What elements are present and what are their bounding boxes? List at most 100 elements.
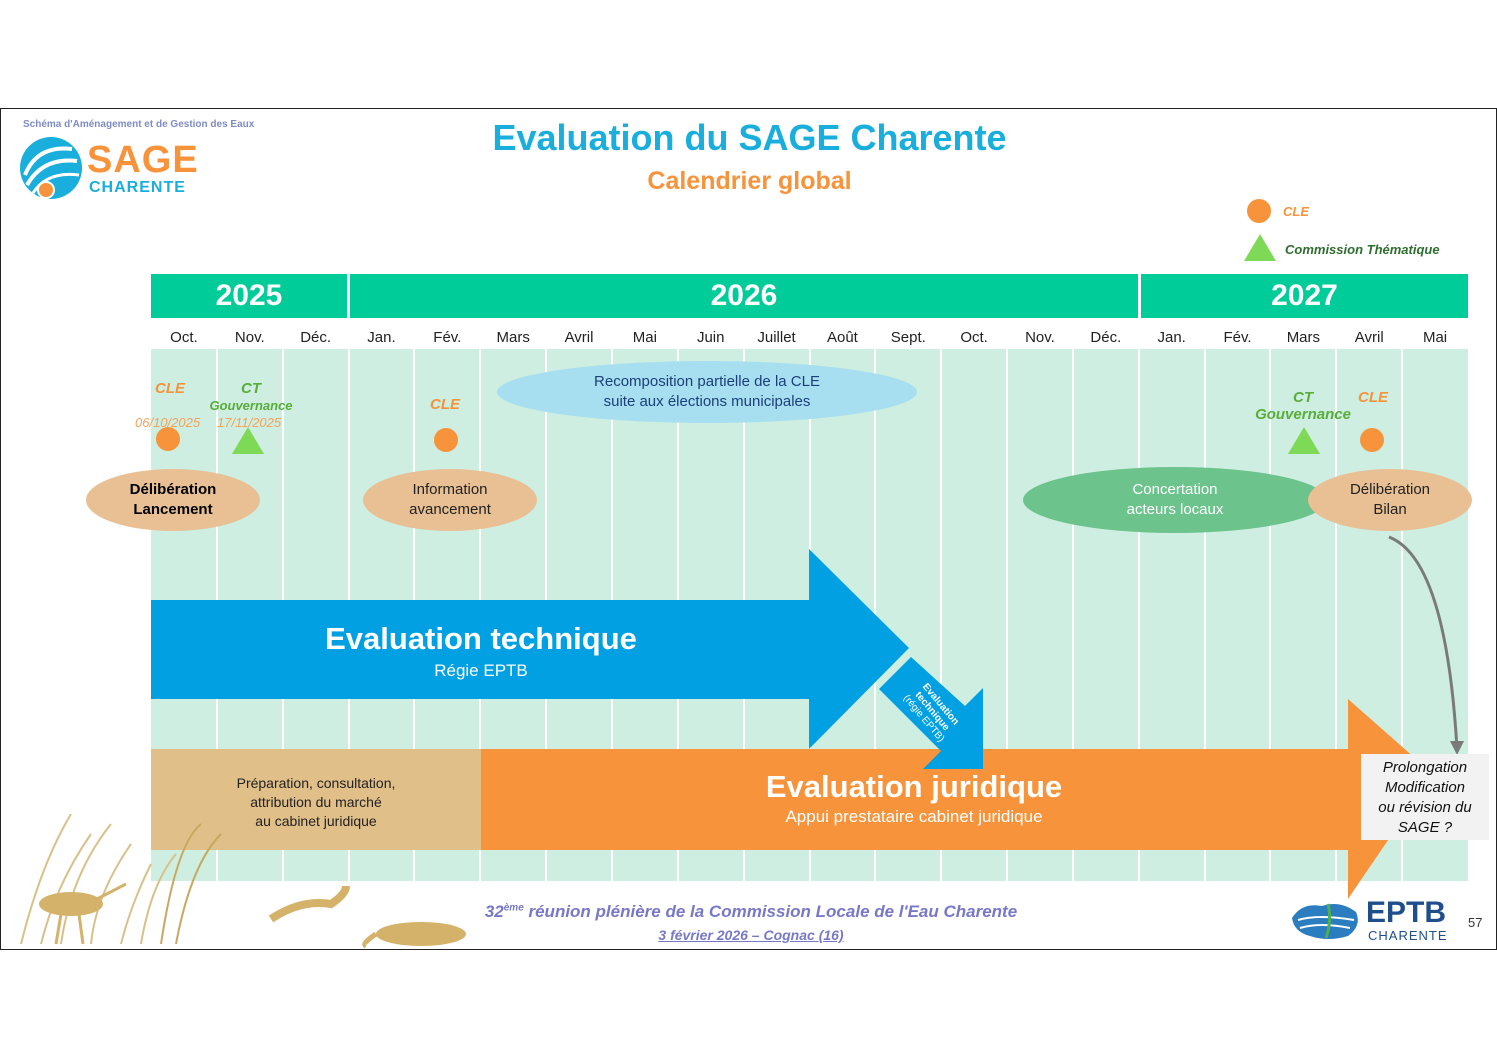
footer-number: 32: [484, 902, 504, 921]
month-label: Jan.: [1157, 329, 1186, 346]
month-divider: [1203, 321, 1206, 881]
ct-mar27-line1: CT: [1293, 389, 1313, 406]
month-label: Sept.: [890, 329, 926, 346]
month-label: Déc.: [1090, 329, 1122, 346]
eptb-map-icon: [1292, 903, 1358, 939]
eptb-text: EPTB: [1366, 896, 1447, 929]
ct-nov-date: 17/11/2025: [217, 415, 282, 430]
month-label: Oct.: [170, 329, 198, 346]
month-label: Mars: [1286, 329, 1321, 346]
ct-mar27-label: CT Gouvernance: [1251, 389, 1355, 423]
month-divider: [874, 321, 877, 881]
logo-tagline: Schéma d'Aménagement et de Gestion des E…: [23, 119, 255, 130]
evaluation-juridique-arrow: [481, 699, 1433, 899]
month-label: Avril: [564, 329, 594, 346]
logo-sage-text: SAGE: [87, 139, 199, 181]
prolongation-box: Prolongation Modification ou révision du…: [1361, 754, 1489, 840]
ct-nov-label: CT Gouvernance: [201, 380, 301, 414]
deliberation-bilan-line2: Bilan: [1373, 501, 1407, 518]
month-divider: [1006, 321, 1009, 881]
deliberation-bilan-oval: Délibération Bilan: [1308, 469, 1472, 531]
cle-oct-marker: [156, 427, 180, 451]
recomposition-line1: Recomposition partielle de la CLE: [594, 373, 820, 390]
information-oval: Information avancement: [363, 469, 537, 531]
month-label: Août: [826, 329, 858, 346]
prolongation-line2: Modification: [1384, 779, 1466, 796]
nature-illustration: [1, 804, 466, 949]
preparation-line1: Préparation, consultation,: [236, 775, 396, 791]
month-label: Nov.: [234, 329, 265, 346]
cle-oct-label: CLE: [155, 380, 185, 397]
preparation-line3: au cabinet juridique: [255, 813, 377, 829]
footer-date: 3 février 2026 – Cognac (16): [658, 927, 844, 943]
evaluation-technique-subtitle: Régie EPTB: [434, 661, 528, 680]
preparation-line2: attribution du marché: [250, 794, 382, 810]
bilan-link-arrowhead: [1450, 741, 1464, 755]
concertation-oval: Concertation acteurs locaux: [1023, 467, 1327, 533]
evaluation-juridique-title: Evaluation juridique: [765, 769, 1063, 804]
cle-feb-label: CLE: [430, 396, 460, 413]
month-divider: [1137, 321, 1140, 881]
footer-rest: réunion plénière de la Commission Locale…: [523, 902, 1018, 921]
month-divider: [1071, 321, 1074, 881]
bilan-link-arrow: [1388, 535, 1459, 750]
ct-mar27-line2: Gouvernance: [1255, 406, 1351, 423]
month-label: Jan.: [367, 329, 396, 346]
month-label: Nov.: [1025, 329, 1055, 346]
ct-mar27-marker: [1288, 427, 1320, 454]
arrows-layer: [151, 535, 1464, 899]
deliberation-bilan-line1: Délibération: [1349, 481, 1431, 498]
month-divider: [1401, 321, 1404, 881]
evaluation-technique-title: Evaluation technique: [325, 621, 637, 656]
month-label: Fév.: [433, 329, 462, 346]
information-line2: avancement: [409, 501, 491, 518]
evaluation-juridique-subtitle: Appui prestataire cabinet juridique: [785, 807, 1043, 826]
sage-logo-icon: [20, 137, 82, 199]
month-label: Mai: [1422, 329, 1448, 346]
concertation-line2: acteurs locaux: [1126, 501, 1224, 518]
cle-feb-marker: [434, 428, 458, 452]
month-label: Juillet: [757, 329, 796, 346]
evaluation-technique-arrow: [151, 549, 909, 749]
month-divider: [940, 321, 943, 881]
month-divider: [1269, 321, 1272, 881]
month-divider: [1335, 321, 1338, 881]
cle-oct-date: 06/10/2025: [135, 415, 201, 430]
legend-cle-label: CLE: [1283, 204, 1309, 219]
deliberation-lancement-line1: Délibération: [129, 481, 217, 498]
page-subtitle: Calendrier global: [647, 167, 852, 195]
ct-nov-marker: [232, 427, 264, 454]
year-2027: 2027: [1141, 274, 1468, 318]
footer-meeting: 32ème réunion plénière de la Commission …: [431, 902, 1071, 922]
recomposition-oval: Recomposition partielle de la CLE suite …: [497, 361, 917, 423]
month-label: Fév.: [1223, 329, 1252, 346]
cle-apr27-marker: [1360, 428, 1384, 452]
legend-ct-icon: [1244, 234, 1276, 261]
month-label: Déc.: [300, 329, 332, 346]
concertation-line1: Concertation: [1132, 481, 1218, 498]
year-2026: 2026: [350, 274, 1138, 318]
footer-sup: ème: [503, 902, 524, 914]
ct-nov-line2: Gouvernance: [209, 398, 293, 413]
page-title: Evaluation du SAGE Charente: [492, 117, 1007, 158]
month-label: Oct.: [960, 329, 988, 346]
legend-ct-label: Commission Thématique: [1285, 242, 1440, 257]
logo-charente-text: CHARENTE: [89, 179, 186, 196]
month-label: Mars: [496, 329, 530, 346]
preparation-text: Préparation, consultation, attribution d…: [151, 774, 481, 831]
prolongation-line3: ou révision du: [1378, 799, 1472, 816]
prolongation-line1: Prolongation: [1382, 759, 1468, 776]
month-label: Avril: [1354, 329, 1384, 346]
month-label: Mai: [632, 329, 657, 346]
slide: Schéma d'Aménagement et de Gestion des E…: [0, 108, 1497, 950]
information-line1: Information: [412, 481, 488, 498]
month-label: Juin: [696, 329, 725, 346]
legend-cle-icon: [1247, 199, 1271, 223]
eptb-logo: EPTB CHARENTE: [1288, 894, 1460, 944]
prolongation-line4: SAGE ?: [1397, 819, 1453, 836]
evaluation-technique-small-arrow: [879, 657, 983, 769]
recomposition-line2: suite aux élections municipales: [603, 393, 811, 410]
year-2025: 2025: [151, 274, 347, 318]
page-number: 57: [1468, 915, 1483, 930]
cle-apr27-label: CLE: [1358, 389, 1388, 406]
